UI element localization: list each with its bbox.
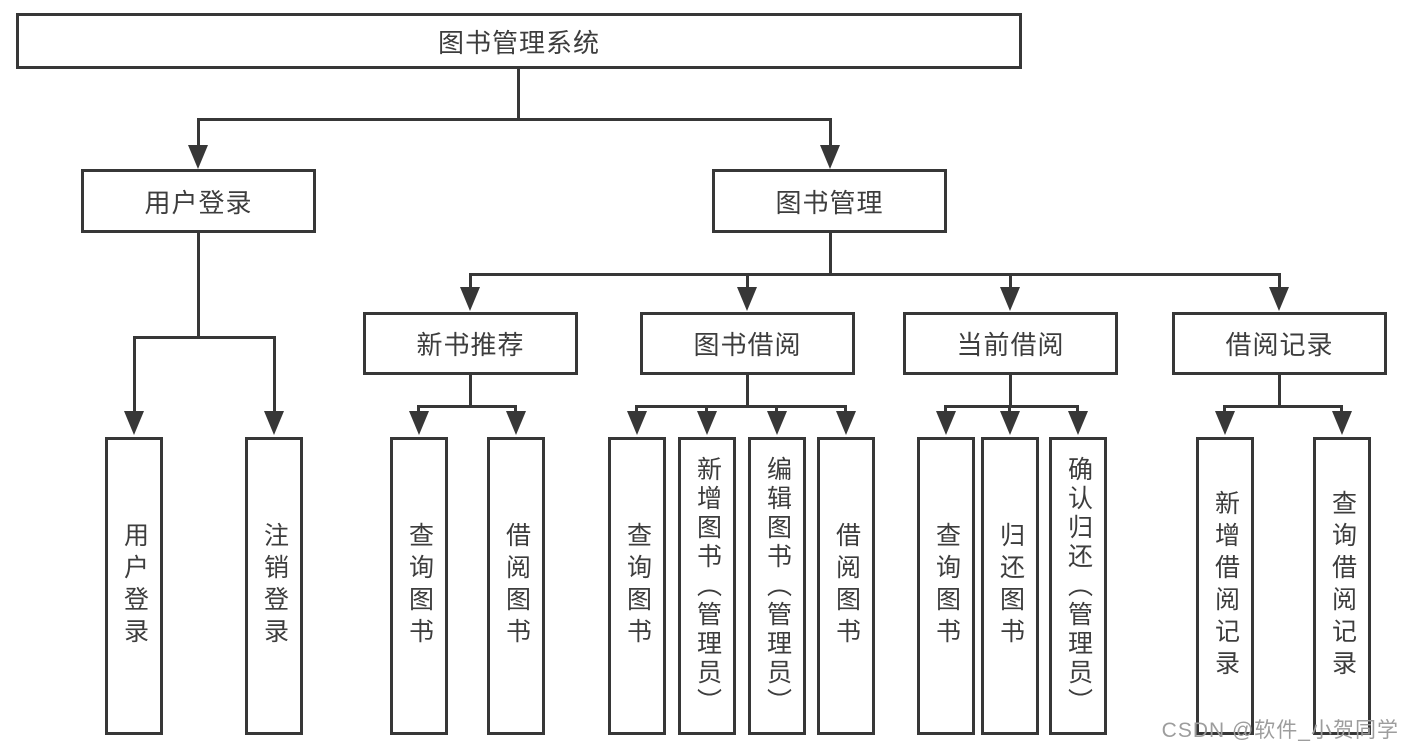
connector-stem — [1009, 374, 1012, 405]
leaf-query-books-current: 查询图书 — [917, 437, 975, 735]
arrowhead-down — [936, 411, 956, 435]
connector-level3-bar — [469, 273, 1281, 276]
node-book-management: 图书管理 — [712, 169, 947, 233]
connector-shaft — [844, 405, 847, 415]
connector-shaft — [1278, 273, 1281, 291]
arrowhead-down — [1269, 287, 1289, 311]
leaf-query-books-recommend: 查询图书 — [390, 437, 448, 735]
leaf-label: 借阅图书 — [502, 522, 531, 650]
arrowhead-down — [767, 411, 787, 435]
connector-shaft — [1340, 405, 1343, 415]
leaf-edit-books-admin: 编辑图书（管理员） — [748, 437, 806, 735]
arrowhead-down — [188, 145, 208, 169]
leaf-label: 新增图书（管理员） — [693, 455, 722, 717]
arrowhead-down — [460, 287, 480, 311]
connector-shaft — [1223, 405, 1226, 415]
leaf-label: 注销登录 — [260, 522, 289, 650]
arrowhead-down — [1332, 411, 1352, 435]
arrowhead-down — [506, 411, 526, 435]
connector-group-bar — [944, 405, 1079, 408]
connector-level2-bar — [197, 118, 832, 121]
node-current-borrowing: 当前借阅 — [903, 312, 1118, 375]
connector-shaft — [1008, 405, 1011, 415]
arrowhead-down — [264, 411, 284, 435]
leaf-borrow-books: 借阅图书 — [817, 437, 875, 735]
leaf-query-books-borrow: 查询图书 — [608, 437, 666, 735]
arrowhead-down — [627, 411, 647, 435]
arrowhead-down — [697, 411, 717, 435]
connector-shaft — [705, 405, 708, 415]
node-new-book-recommendation: 新书推荐 — [363, 312, 578, 375]
connector-shaft — [1076, 405, 1079, 415]
node-library-system: 图书管理系统 — [16, 13, 1022, 69]
connector-root-stem — [517, 68, 520, 118]
connector-shaft — [1009, 273, 1012, 291]
node-borrowing-records: 借阅记录 — [1172, 312, 1387, 375]
connector-shaft — [775, 405, 778, 415]
connector-stem — [469, 374, 472, 405]
arrowhead-down — [1068, 411, 1088, 435]
arrowhead-down — [836, 411, 856, 435]
leaf-label: 查询图书 — [405, 522, 434, 650]
leaf-label: 编辑图书（管理员） — [763, 455, 792, 717]
connector-user-login-stem — [197, 232, 200, 336]
leaf-label: 查询图书 — [623, 522, 652, 650]
leaf-query-borrow-record: 查询借阅记录 — [1313, 437, 1371, 735]
arrowhead-down — [409, 411, 429, 435]
connector-group-bar — [635, 405, 847, 408]
leaf-add-borrow-record: 新增借阅记录 — [1196, 437, 1254, 735]
node-book-borrowing: 图书借阅 — [640, 312, 855, 375]
connector-user-login-bar — [133, 336, 276, 339]
connector-group-bar — [1223, 405, 1343, 408]
connector-stem — [1278, 374, 1281, 405]
arrowhead-down — [820, 145, 840, 169]
arrowhead-down — [1000, 411, 1020, 435]
leaf-add-books-admin: 新增图书（管理员） — [678, 437, 736, 735]
arrowhead-down — [1215, 411, 1235, 435]
leaf-label: 用户登录 — [120, 522, 149, 650]
connector-stem — [746, 374, 749, 405]
connector-group-bar — [417, 405, 517, 408]
leaf-label: 查询借阅记录 — [1328, 490, 1357, 682]
leaf-logout: 注销登录 — [245, 437, 303, 735]
connector-shaft — [469, 273, 472, 291]
arrowhead-down — [737, 287, 757, 311]
connector-shaft — [133, 336, 136, 415]
leaf-label: 确认归还（管理员） — [1064, 455, 1093, 717]
watermark: CSDN @软件_小贺同学 — [1161, 719, 1399, 742]
connector-shaft — [514, 405, 517, 415]
leaf-label: 新增借阅记录 — [1211, 490, 1240, 682]
connector-shaft — [635, 405, 638, 415]
leaf-user-login: 用户登录 — [105, 437, 163, 735]
leaf-return-books: 归还图书 — [981, 437, 1039, 735]
connector-book-mgmt-stem — [829, 232, 832, 273]
connector-shaft — [197, 118, 200, 148]
leaf-label: 查询图书 — [932, 522, 961, 650]
leaf-label: 借阅图书 — [832, 522, 861, 650]
connector-shaft — [417, 405, 420, 415]
leaf-confirm-return-admin: 确认归还（管理员） — [1049, 437, 1107, 735]
node-user-login: 用户登录 — [81, 169, 316, 233]
connector-shaft — [829, 118, 832, 148]
connector-shaft — [273, 336, 276, 415]
leaf-label: 归还图书 — [996, 522, 1025, 650]
arrowhead-down — [1000, 287, 1020, 311]
arrowhead-down — [124, 411, 144, 435]
leaf-borrow-books-recommend: 借阅图书 — [487, 437, 545, 735]
connector-shaft — [746, 273, 749, 291]
connector-shaft — [944, 405, 947, 415]
